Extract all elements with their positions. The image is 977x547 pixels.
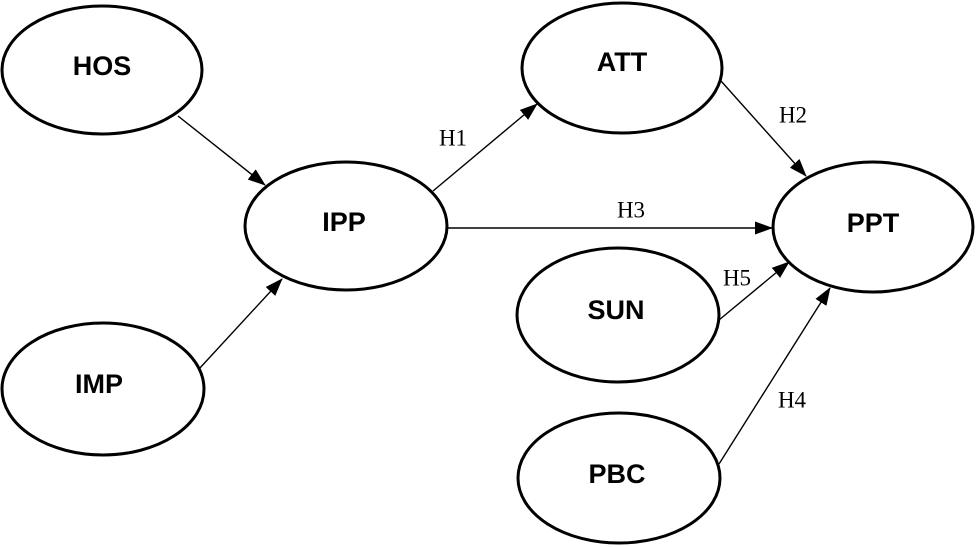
edge-label-h1: H1 [439, 126, 467, 151]
node-ppt: PPT [771, 160, 975, 294]
node-ipp-ellipse [243, 160, 449, 292]
arrow-pbc-to-ppt [718, 287, 831, 465]
edge-label-h3: H3 [617, 198, 645, 223]
node-sun: SUN [515, 246, 721, 384]
node-sun-ellipse [515, 246, 721, 384]
arrow-imp-to-ipp [198, 278, 283, 370]
node-imp-ellipse [0, 321, 206, 457]
node-ipp-label: IPP [322, 207, 366, 237]
arrow-ipp-to-att [432, 103, 538, 192]
node-pbc-label: PBC [588, 459, 645, 489]
node-imp-label: IMP [75, 369, 123, 399]
node-att: ATT [520, 1, 724, 135]
node-hos: HOS [0, 4, 204, 136]
node-pbc: PBC [516, 411, 722, 545]
arrow-att-to-ppt [720, 80, 807, 177]
arrow-hos-to-ipp [177, 115, 266, 186]
node-att-ellipse [520, 1, 724, 135]
edge-label-h5: H5 [723, 266, 751, 291]
node-ipp: IPP [243, 160, 449, 292]
node-att-label: ATT [597, 47, 648, 77]
node-pbc-ellipse [516, 411, 722, 545]
edge-label-h2: H2 [779, 103, 807, 128]
node-hos-label: HOS [73, 51, 132, 81]
node-sun-label: SUN [587, 295, 644, 325]
arrow-sun-to-ppt [718, 261, 790, 321]
edge-label-h4: H4 [778, 388, 807, 413]
node-hos-ellipse [0, 4, 204, 136]
node-ppt-label: PPT [847, 208, 900, 238]
node-imp: IMP [0, 321, 206, 457]
node-ppt-ellipse [771, 160, 975, 294]
